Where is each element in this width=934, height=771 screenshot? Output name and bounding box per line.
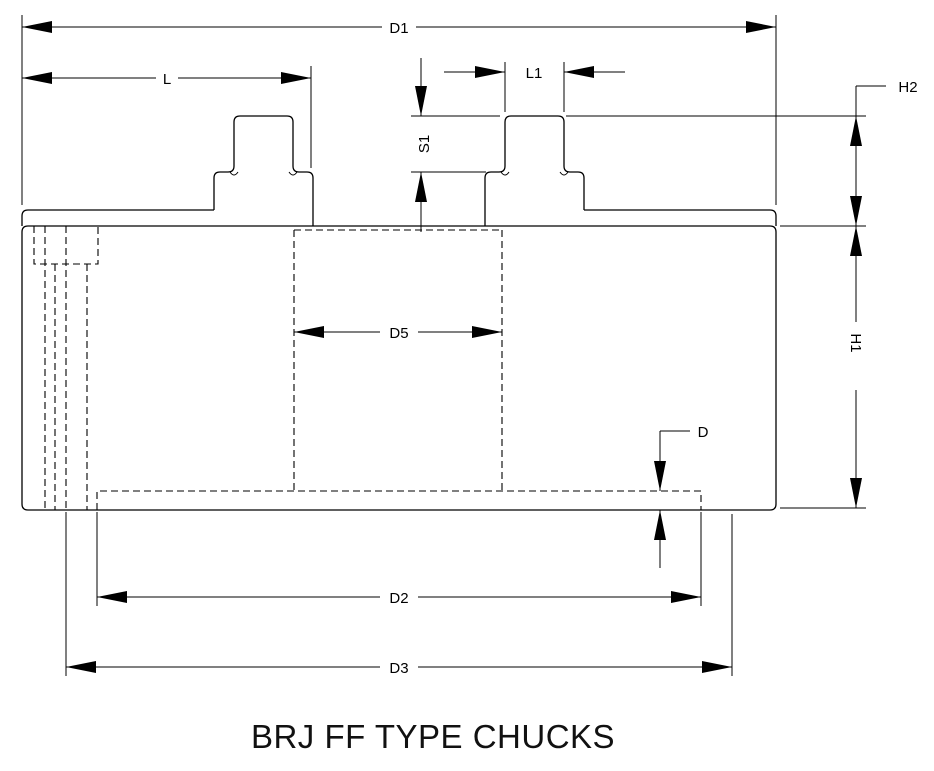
chuck-body-outline [21, 225, 777, 511]
d5-arrow-right [472, 326, 502, 338]
h2-arrow-top [850, 116, 862, 146]
h2-label: H2 [898, 79, 917, 96]
l-label: L [163, 71, 171, 88]
l1-label: L1 [526, 65, 543, 82]
s1-arrow-bottom [415, 172, 427, 202]
d2-arrow-right [671, 591, 701, 603]
left-jaw [213, 115, 314, 226]
right-jaw-notch-l [500, 171, 510, 176]
drawing-title: BRJ FF TYPE CHUCKS [250, 718, 616, 755]
d-arrow-top [654, 461, 666, 491]
h1-arrow-top [850, 226, 862, 256]
s1-arrow-top [415, 86, 427, 116]
s1-label: S1 [416, 135, 433, 153]
d3-label: D3 [389, 660, 408, 677]
center-bore-hidden [293, 229, 503, 491]
left-jaw-notch-l [229, 171, 239, 176]
h1-arrow-bottom [850, 478, 862, 508]
d5-arrow-left [294, 326, 324, 338]
right-jaw [484, 115, 585, 226]
h2-arrow-bottom [850, 196, 862, 226]
l-arrow-right [281, 72, 311, 84]
left-jaw-notch-r [288, 171, 298, 176]
bottom-register-hidden [96, 490, 702, 510]
d1-arrow-right [746, 21, 776, 33]
l1-arrow-left [475, 66, 505, 78]
right-jaw-notch-r [559, 171, 569, 176]
l1-arrow-right [564, 66, 594, 78]
d-label: D [698, 424, 709, 441]
l-arrow-left [22, 72, 52, 84]
d2-arrow-left [97, 591, 127, 603]
top-plate-right [584, 209, 777, 226]
top-plate [21, 209, 214, 226]
d-arrow-bottom [654, 510, 666, 540]
d1-arrow-left [22, 21, 52, 33]
d5-label: D5 [389, 325, 408, 342]
h1-label: H1 [847, 333, 864, 352]
d1-label: D1 [389, 20, 408, 37]
d2-label: D2 [389, 590, 408, 607]
d3-arrow-left [66, 661, 96, 673]
d3-arrow-right [702, 661, 732, 673]
